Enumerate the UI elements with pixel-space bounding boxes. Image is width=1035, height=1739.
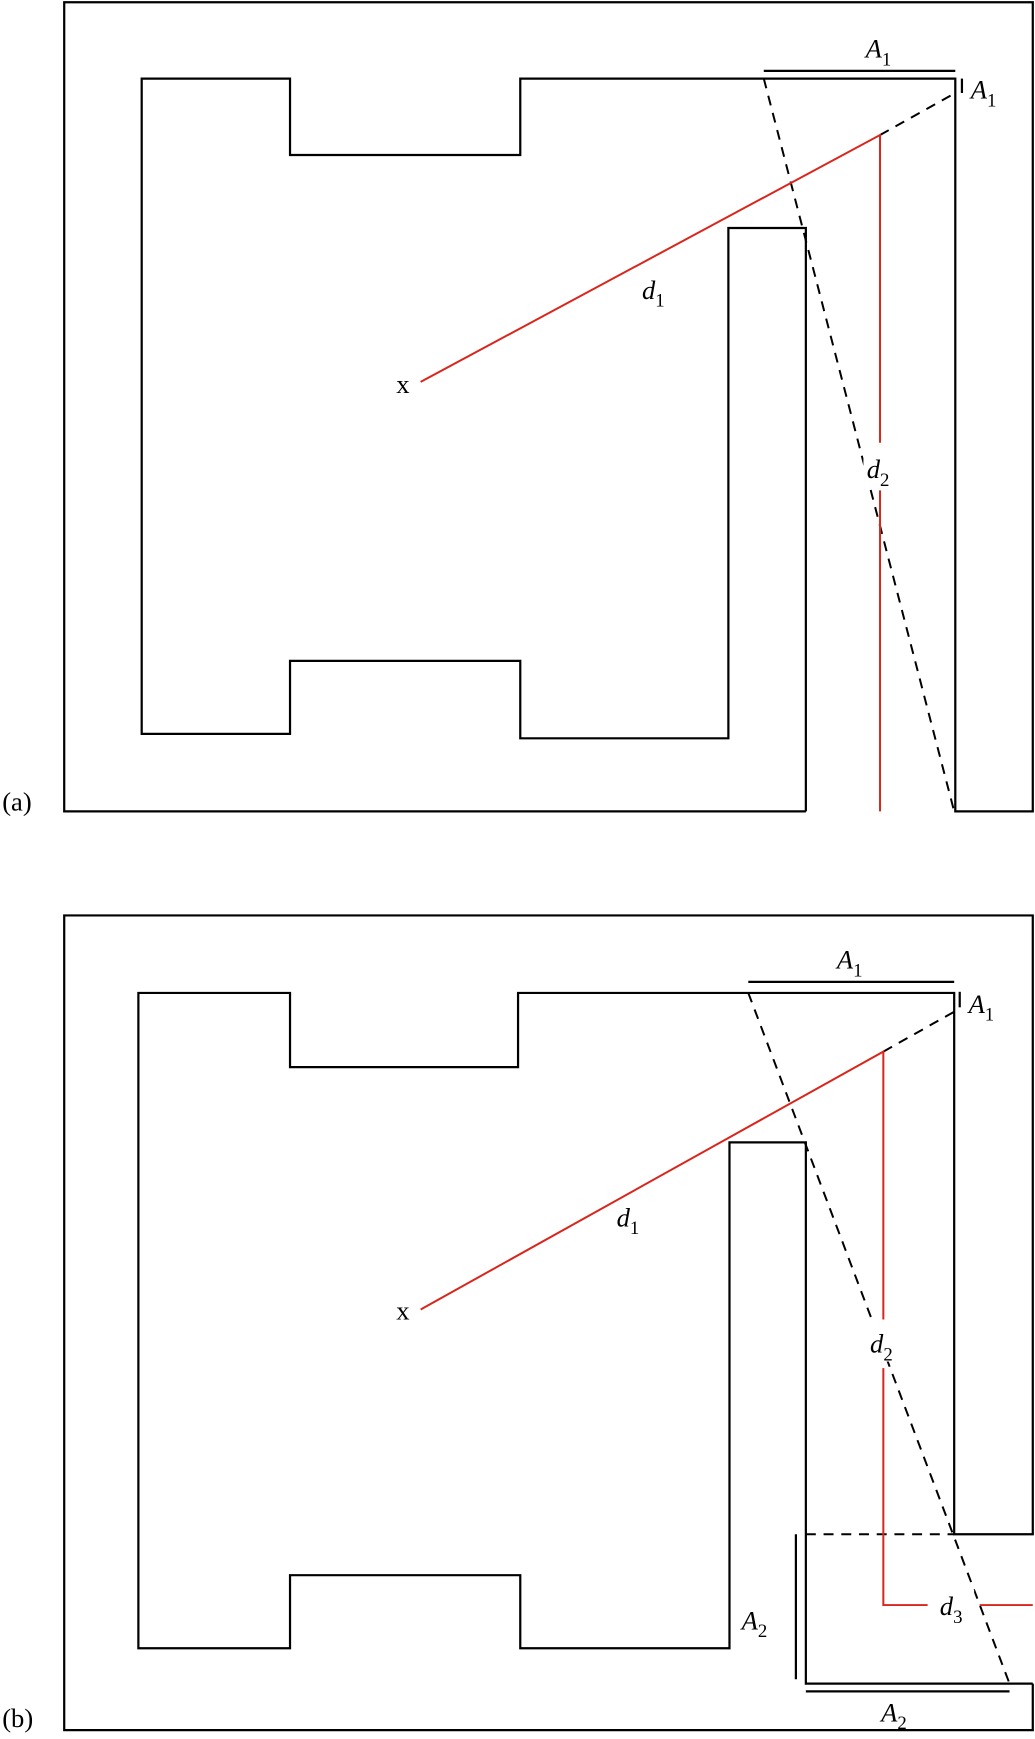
label-a2-left: A2 bbox=[740, 1605, 768, 1642]
label-a2-bottom: A2 bbox=[879, 1697, 907, 1734]
sight-line-1 bbox=[762, 78, 956, 812]
outer-wall bbox=[63, 1, 1034, 813]
path-d2 bbox=[882, 1368, 928, 1607]
label-a1-top: A1 bbox=[864, 34, 892, 71]
caption-a: (a) bbox=[2, 786, 31, 816]
panel-b: x d1 d2 d3 A1 A1 A2 A2 (b) bbox=[2, 914, 1034, 1734]
outer-wall bbox=[63, 914, 1034, 1732]
label-a1-right: A1 bbox=[969, 75, 997, 112]
point-x-label: x bbox=[396, 1295, 409, 1325]
caption-b: (b) bbox=[2, 1703, 33, 1733]
point-x-label: x bbox=[396, 369, 409, 399]
label-d2: d2 bbox=[870, 1329, 893, 1366]
label-a1-right: A1 bbox=[967, 989, 995, 1026]
panel-a: x d1 d2 A1 A1 (a) bbox=[2, 1, 1034, 816]
path-d1 bbox=[420, 1049, 885, 1320]
sight-line-2 bbox=[882, 1010, 955, 1053]
label-d3: d3 bbox=[940, 1591, 963, 1628]
sight-line-2 bbox=[879, 92, 956, 136]
label-d1: d1 bbox=[617, 1202, 640, 1239]
label-a1-top: A1 bbox=[835, 945, 863, 982]
label-d1: d1 bbox=[642, 275, 665, 312]
path-d1 bbox=[420, 133, 882, 443]
label-d2: d2 bbox=[867, 454, 890, 491]
